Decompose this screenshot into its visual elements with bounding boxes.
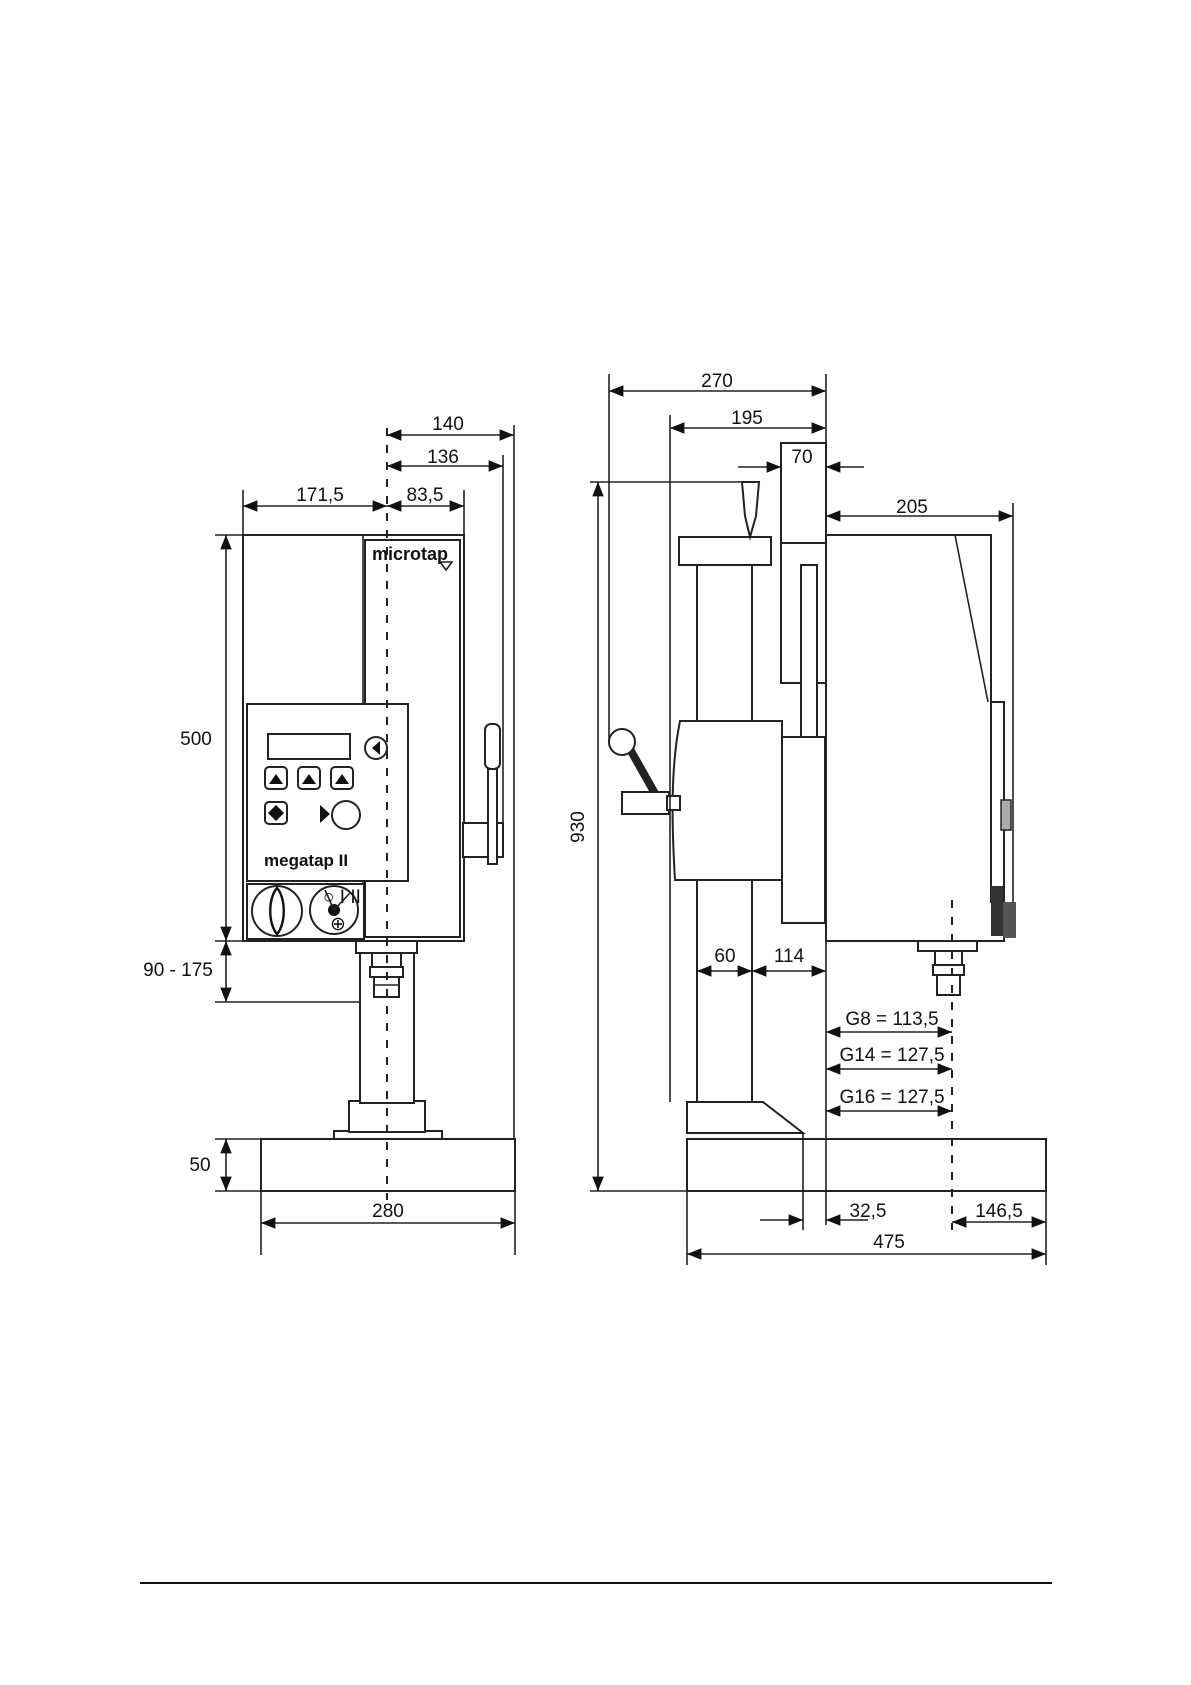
side-lever-hub xyxy=(622,792,669,814)
dim-label-146-5: 146,5 xyxy=(975,1201,1023,1222)
dim-label-205: 205 xyxy=(896,497,928,518)
dim-label-136: 136 xyxy=(427,447,459,468)
side-cable-gland xyxy=(991,886,1003,936)
dim-label-g8: G8 = 113,5 xyxy=(845,1009,938,1030)
front-handle-grip xyxy=(485,724,500,769)
dim-label-83-5: 83,5 xyxy=(407,485,444,506)
dim-label-g16: G16 = 127,5 xyxy=(839,1087,944,1108)
side-housing xyxy=(826,535,1004,941)
dim-label-32-5: 32,5 xyxy=(850,1201,887,1222)
side-plug xyxy=(1003,902,1016,938)
side-lever-boss xyxy=(667,796,680,810)
side-cap-stud xyxy=(742,482,759,537)
display-screen xyxy=(268,734,350,759)
front-view: microtap megatap II ○ I II ⊕ xyxy=(143,414,515,1255)
side-view: 270 195 70 205 930 60 114 G8 = 113,5 G14… xyxy=(568,371,1046,1265)
side-connector xyxy=(1001,800,1011,830)
front-handle-shaft xyxy=(488,769,497,864)
dim-label-475: 475 xyxy=(873,1232,905,1253)
side-column-cap xyxy=(679,537,771,565)
dim-label-50: 50 xyxy=(189,1155,210,1176)
side-chuck-mid xyxy=(933,965,964,975)
side-lever-knob[interactable] xyxy=(609,729,635,755)
side-base-plate xyxy=(687,1139,1046,1191)
side-carriage xyxy=(673,721,782,880)
svg-text:○ I II: ○ I II xyxy=(323,887,361,908)
dim-label-270: 270 xyxy=(701,371,733,392)
dim-label-500: 500 xyxy=(180,729,212,750)
side-spindle-ring xyxy=(918,941,977,951)
side-motor-plate xyxy=(782,737,825,923)
dim-label-280: 280 xyxy=(372,1201,404,1222)
dim-label-171-5: 171,5 xyxy=(296,485,344,506)
side-chuck-top xyxy=(935,951,962,965)
dim-label-140: 140 xyxy=(432,414,464,435)
side-chuck-bottom xyxy=(937,975,960,995)
dim-label-90-175: 90 - 175 xyxy=(143,960,213,981)
model-label: megatap II xyxy=(264,851,348,870)
svg-text:⊕: ⊕ xyxy=(330,914,346,935)
dim-label-195: 195 xyxy=(731,408,763,429)
footer-rule xyxy=(140,1582,1052,1584)
start-button[interactable] xyxy=(332,801,360,829)
side-guide-rail xyxy=(801,565,817,740)
dim-label-g14: G14 = 127,5 xyxy=(839,1045,944,1066)
rotary-switch-icon xyxy=(270,888,284,934)
dim-label-60: 60 xyxy=(714,946,735,967)
side-column-foot xyxy=(687,1102,803,1133)
dim-label-70: 70 xyxy=(791,447,812,468)
dim-label-114: 114 xyxy=(774,946,805,967)
brand-logo-text: microtap xyxy=(372,544,448,564)
dim-label-930: 930 xyxy=(568,811,589,843)
